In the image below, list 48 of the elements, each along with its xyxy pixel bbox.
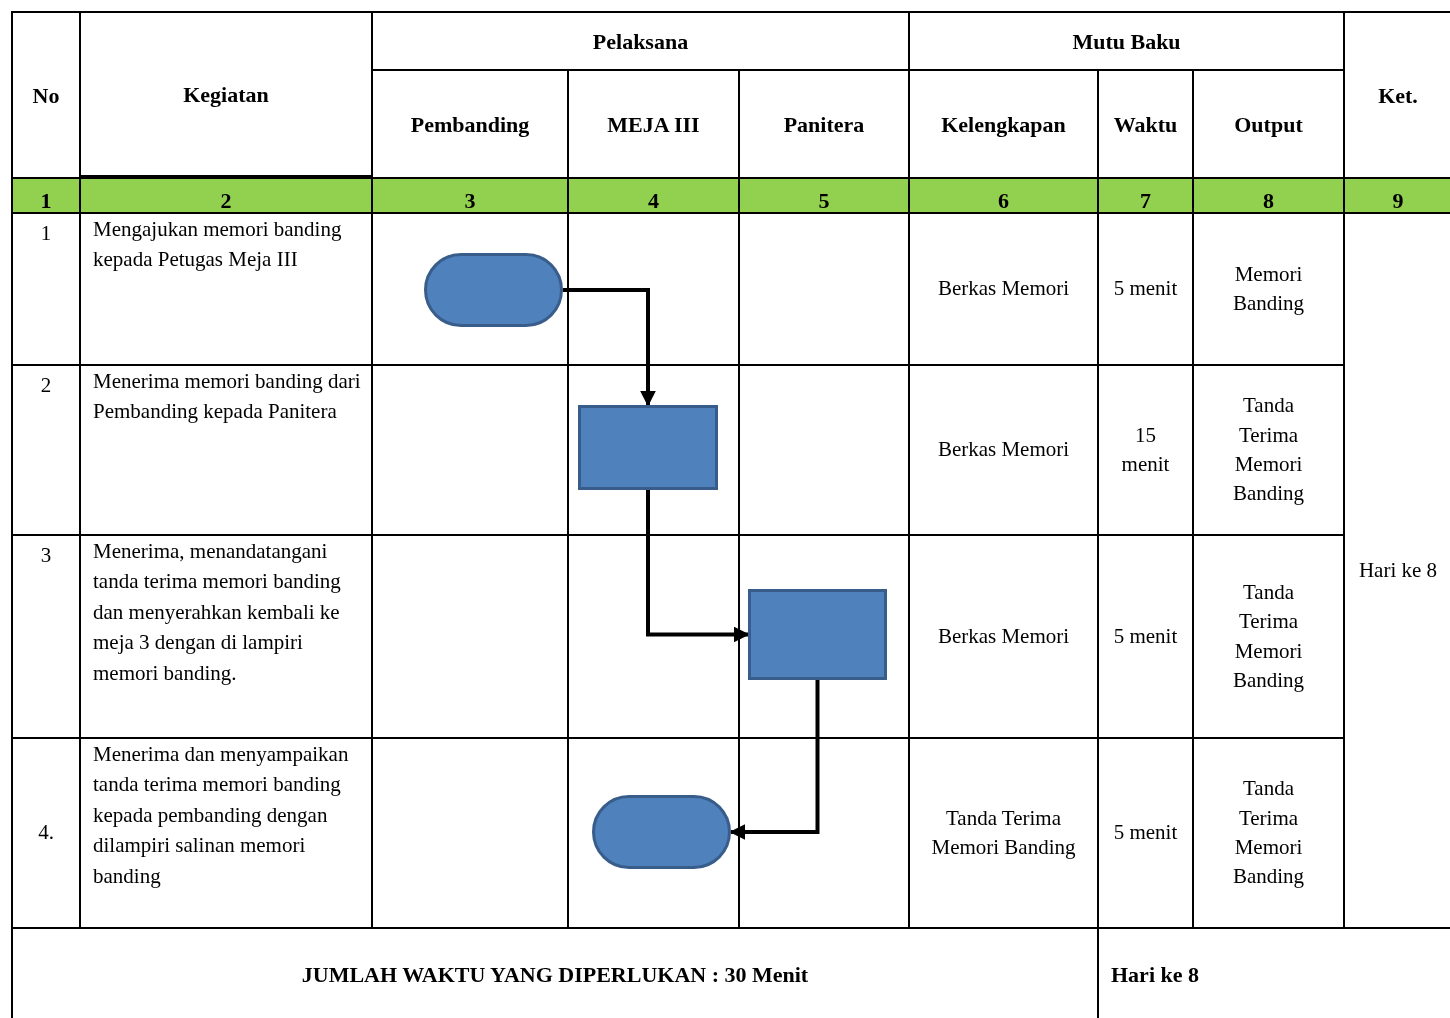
duration-text: 15 menit: [1120, 421, 1171, 478]
column-number: 3: [464, 190, 476, 212]
row-number: 3: [40, 542, 52, 569]
arrow: [729, 680, 820, 840]
column-header: Mutu Baku: [1072, 27, 1181, 56]
column-number: 8: [1263, 190, 1274, 212]
arrow: [563, 288, 656, 407]
column-header: Kelengkapan: [941, 110, 1066, 139]
column-header: Output: [1234, 110, 1303, 139]
output-text: Tanda Terima Memori Banding: [1231, 578, 1306, 694]
table-text: Tanda Terima Memori Banding: [930, 804, 1077, 861]
column-number: 2: [220, 190, 232, 212]
table-text: Berkas Memori: [937, 622, 1070, 650]
column-number: 6: [998, 190, 1009, 212]
total-time-text: JUMLAH WAKTU YANG DIPERLUKAN : 30 Menit: [301, 960, 809, 989]
column-header: Kegiatan: [183, 80, 269, 109]
output-text: Tanda Terima Memori Banding: [1231, 392, 1306, 508]
column-number: 5: [818, 190, 830, 212]
process-box: [578, 405, 718, 490]
activity-text: Menerima dan menyampaikan tanda terima memori banding kepada pembanding dengan dilampiri salinan memori banding: [93, 741, 350, 890]
table-text: Hari ke 8: [1358, 556, 1438, 584]
column-number: 7: [1140, 190, 1151, 212]
column-header: Ket.: [1378, 81, 1418, 110]
activity-text: Menerima, menandatangani tanda terima memori banding dan menyerahkan kembali ke meja 3 dengan di lampiri memori banding.: [93, 538, 342, 687]
column-number: 9: [1392, 190, 1404, 212]
column-number: 4: [648, 190, 659, 212]
table-text: 4.: [38, 819, 54, 847]
output-text: Memori Banding: [1231, 260, 1306, 317]
table-text: Berkas Memori: [937, 275, 1070, 303]
duration-text: 5 menit: [1113, 275, 1178, 303]
column-number: 1: [40, 190, 52, 212]
activity-text: Menerima memori banding dari Pembanding kepada Panitera: [93, 368, 362, 426]
column-header: Panitera: [783, 110, 865, 139]
row-number: 2: [40, 372, 52, 399]
process-box: [748, 589, 887, 680]
activity-text: Mengajukan memori banding kepada Petugas Meja III: [93, 216, 343, 274]
column-header: Pembanding: [410, 110, 530, 139]
day-text: Hari ke 8: [1111, 960, 1199, 989]
output-text: Tanda Terima Memori Banding: [1231, 775, 1306, 891]
column-header: Pelaksana: [592, 27, 689, 56]
column-header: Waktu: [1113, 110, 1178, 139]
row-number: 1: [40, 220, 52, 247]
table-text: Berkas Memori: [937, 436, 1070, 464]
arrow: [646, 490, 750, 643]
duration-text: 5 menit: [1113, 622, 1178, 650]
column-header: No: [32, 81, 60, 110]
duration-text: 5 menit: [1113, 819, 1178, 847]
column-header: MEJA III: [607, 110, 700, 139]
